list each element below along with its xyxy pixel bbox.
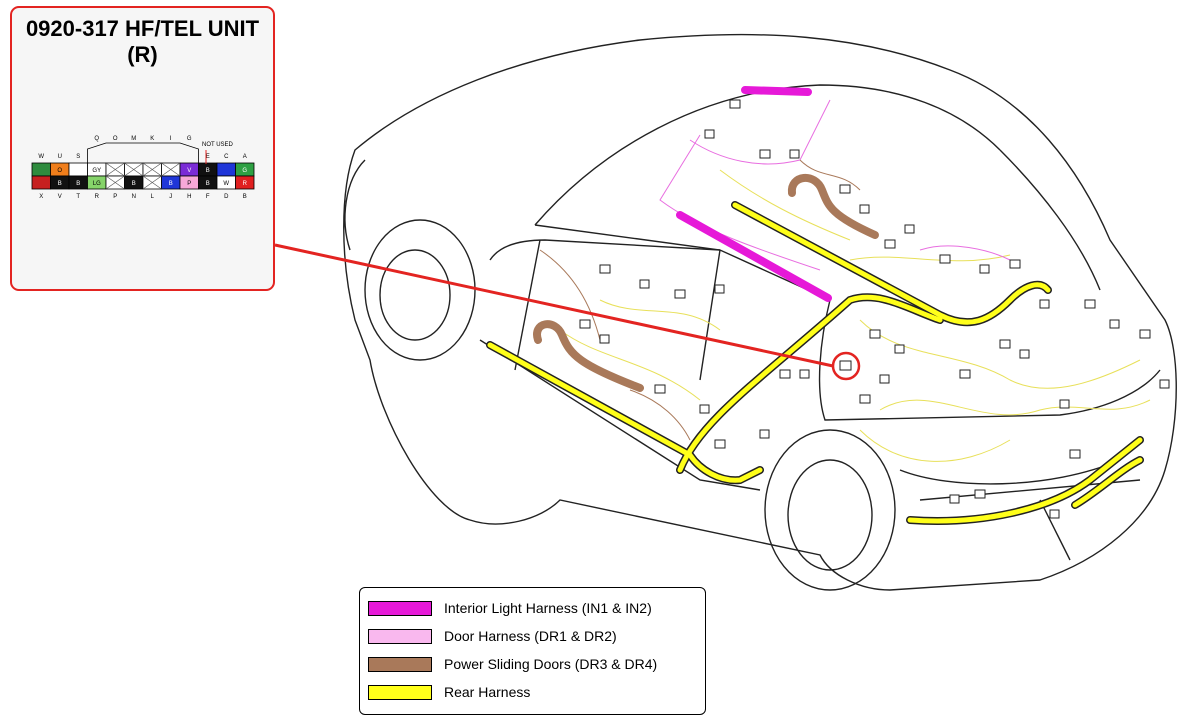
pin-bottom-letter: L — [151, 194, 155, 200]
pin-top-letter: U — [58, 154, 62, 160]
harness-legend: Interior Light Harness (IN1 & IN2) Door … — [359, 587, 706, 715]
pin-cell-label: B — [58, 181, 62, 187]
pin-bottom-letter: D — [224, 194, 229, 200]
power-sliding-door-harness-left — [533, 320, 644, 392]
pin-bottom-letter: V — [58, 194, 62, 200]
callout-leader-line — [274, 243, 834, 368]
legend-label: Door Harness (DR1 & DR2) — [444, 628, 617, 644]
rear-harness-branches — [559, 169, 1151, 462]
pin-bottom-letter: F — [206, 194, 210, 200]
pin-top-letter: M — [131, 136, 136, 142]
pin-cross — [161, 162, 181, 177]
not-used-label: NOT USED — [202, 142, 234, 148]
pin-top-letter: C — [224, 154, 229, 160]
legend-item-power-sliding: Power Sliding Doors (DR3 & DR4) — [368, 654, 657, 674]
interior-light-harness-side — [676, 211, 832, 302]
legend-swatch — [368, 656, 432, 672]
pin-cell — [31, 175, 51, 190]
pin-cell-label: R — [243, 181, 248, 187]
pin-cell-label: O — [57, 168, 62, 174]
connector-side: (R) — [127, 42, 158, 67]
legend-label: Power Sliding Doors (DR3 & DR4) — [444, 656, 658, 672]
pin-top-letter: K — [150, 136, 154, 142]
pin-cell-label: B — [206, 168, 210, 174]
pin-cell — [31, 162, 51, 177]
highlighted-connector — [839, 360, 852, 371]
car-body-outline — [343, 33, 1177, 591]
pin-top-letter: Q — [94, 136, 99, 142]
pin-top-letter: A — [243, 154, 247, 160]
connector-hood — [87, 142, 199, 163]
pin-cell-label: B — [76, 181, 80, 187]
connector-callout: 0920-317 HF/TEL UNIT (R) W U S Q O M K I G E C A O G… — [10, 6, 275, 291]
pin-top-letter: O — [113, 136, 118, 142]
pin-bottom-letter: N — [132, 194, 136, 200]
pin-cell-label: LG — [93, 181, 101, 187]
pin-cells: O GY V B G B B LG B B P B W R — [31, 142, 255, 190]
pin-bottom-letter: P — [113, 194, 117, 200]
pin-bottom-letter: R — [95, 194, 100, 200]
pin-bottom-letter: J — [169, 194, 172, 200]
legend-label: Interior Light Harness (IN1 & IN2) — [444, 600, 652, 616]
pin-cell-label: G — [242, 168, 247, 174]
pin-cell-label: GY — [92, 168, 101, 174]
pin-cross — [105, 175, 125, 190]
pin-top-letters: W U S Q O M K I G E C A — [38, 136, 246, 160]
pin-cell — [216, 162, 236, 177]
pin-top-letter: S — [76, 154, 80, 160]
pin-bottom-letter: X — [39, 194, 43, 200]
pin-cell-label: B — [206, 181, 210, 187]
rear-harness-main-fill — [487, 202, 1143, 524]
pin-bottom-letter: H — [187, 194, 191, 200]
connector-pinout: W U S Q O M K I G E C A O GY V B G B B LG B B P B W R X V T R P N L J H F… — [31, 136, 255, 200]
pin-top-letter: G — [187, 136, 192, 142]
pin-cross — [142, 175, 162, 190]
rear-wheel — [764, 429, 896, 591]
pin-top-letter: E — [206, 154, 210, 160]
pin-cell-label: B — [169, 181, 173, 187]
front-wheel — [364, 219, 476, 361]
legend-swatch — [368, 628, 432, 644]
pin-cell — [68, 162, 88, 177]
connector-highlight-circle — [831, 351, 861, 381]
pin-bottom-letter: T — [76, 194, 80, 200]
pin-cell — [235, 175, 255, 190]
pin-top-letter: W — [38, 154, 44, 160]
legend-item-interior-light: Interior Light Harness (IN1 & IN2) — [368, 598, 652, 618]
legend-swatch — [368, 600, 432, 616]
legend-label: Rear Harness — [444, 684, 531, 700]
pin-bottom-letter: B — [243, 194, 247, 200]
sliding-door-wires — [539, 159, 861, 441]
power-sliding-door-harness-right — [788, 174, 879, 239]
door-harness-wires — [659, 99, 1011, 271]
connector-title: 0920-317 HF/TEL UNIT — [25, 16, 260, 41]
pin-cell-label: W — [223, 181, 229, 187]
pin-top-letter: I — [170, 136, 172, 142]
pin-cross — [142, 162, 162, 177]
pin-cell-label: V — [187, 168, 191, 174]
pin-cross — [124, 162, 144, 177]
pin-cross — [105, 162, 125, 177]
legend-item-rear: Rear Harness — [368, 682, 530, 702]
legend-item-door: Door Harness (DR1 & DR2) — [368, 626, 617, 646]
harness-connectors — [579, 99, 1170, 519]
callout-title: 0920-317 HF/TEL UNIT (R) — [12, 16, 273, 68]
pin-cell-label: P — [187, 181, 191, 187]
interior-light-harness-front — [741, 86, 812, 96]
pin-cell-label: B — [132, 181, 136, 187]
legend-swatch — [368, 684, 432, 700]
